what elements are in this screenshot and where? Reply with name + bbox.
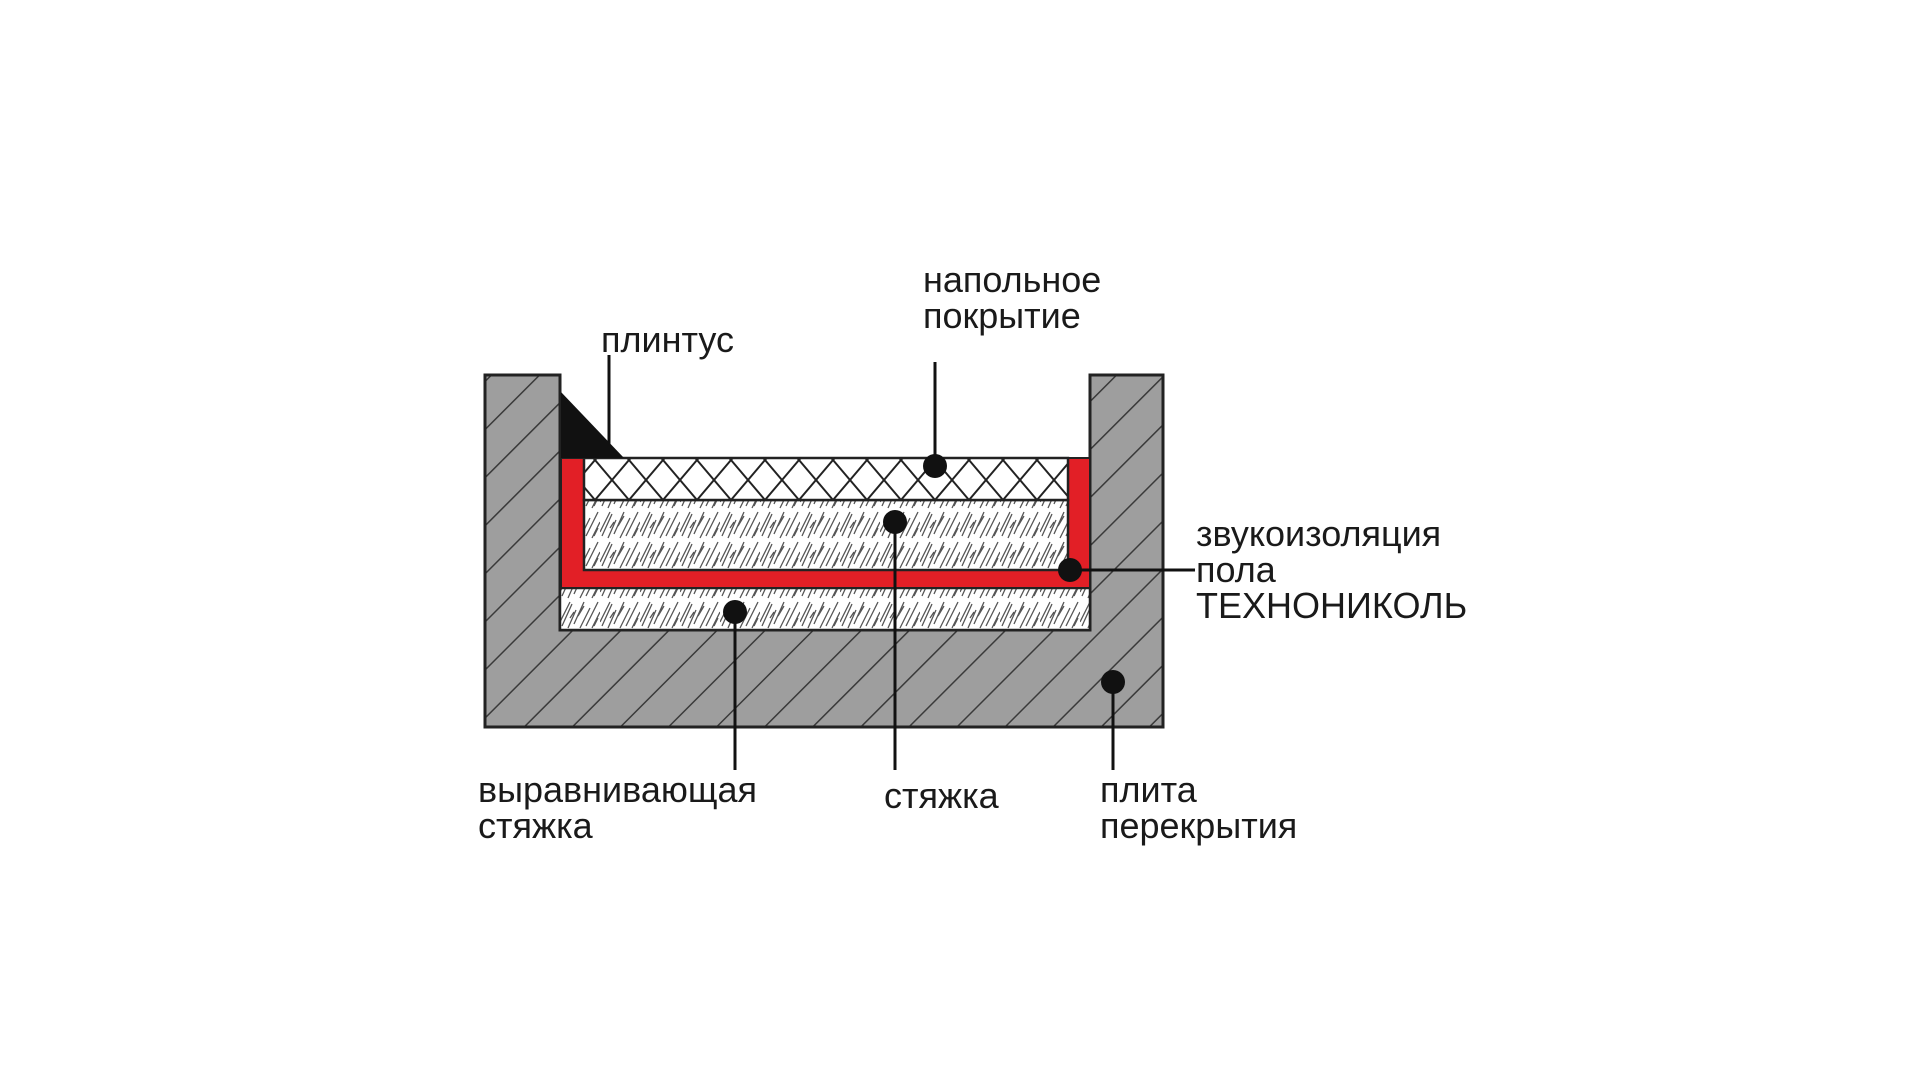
label-floor-covering: напольное покрытие [923,262,1101,334]
label-floor-covering-line1: напольное [923,259,1102,300]
label-screed-line1: стяжка [884,775,999,816]
marker-dots [723,454,1125,694]
label-skirting-line1: плинтус [601,319,734,360]
marker-slab [1101,670,1125,694]
label-floor-covering-line2: покрытие [923,295,1081,336]
label-screed: стяжка [884,778,999,814]
label-insulation: звукоизоляция пола ТЕХНОНИКОЛЬ [1196,516,1467,624]
marker-floor-covering [923,454,947,478]
marker-screed [883,510,907,534]
marker-leveling-screed [723,600,747,624]
leveling-screed-layer [558,586,1092,632]
leader-lines [607,355,1195,770]
marker-insulation [1058,558,1082,582]
label-leveling-screed-line1: выравнивающая [478,769,758,810]
label-insulation-line1: звукоизоляция [1196,513,1442,554]
label-slab-line2: перекрытия [1100,805,1298,846]
floor-covering-layer [582,456,1070,502]
label-slab-line1: плита [1100,769,1197,810]
label-leveling-screed-line2: стяжка [478,805,593,846]
screed-layer [582,498,1070,572]
label-insulation-line3: ТЕХНОНИКОЛЬ [1196,585,1468,626]
label-leveling-screed: выравнивающая стяжка [478,772,757,844]
label-slab: плита перекрытия [1100,772,1297,844]
skirting-board [561,392,624,458]
label-skirting: плинтус [601,322,734,358]
label-insulation-line2: пола [1196,549,1276,590]
